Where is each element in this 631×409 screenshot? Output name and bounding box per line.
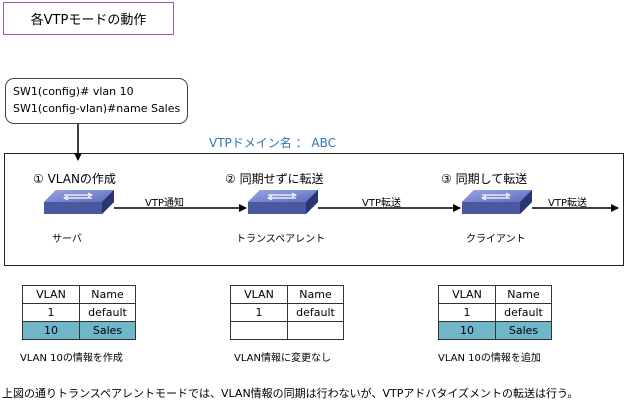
switch-icon-transparent bbox=[248, 190, 318, 214]
table-row: 1 default bbox=[22, 303, 136, 322]
vtp-domain-frame bbox=[4, 153, 624, 266]
role-label-server: サーバ bbox=[52, 234, 82, 245]
table-row-highlighted: 10 Sales bbox=[22, 321, 136, 340]
table-cell-vlan: 10 bbox=[22, 321, 80, 340]
table-cell-name: Sales bbox=[495, 321, 552, 340]
arrow-label-forward-1: VTP転送 bbox=[362, 198, 401, 209]
vtp-domain-label: VTPドメイン名 ： ABC bbox=[209, 136, 337, 150]
page-title: 各VTPモードの動作 bbox=[30, 13, 147, 28]
table-cell-vlan: 1 bbox=[438, 303, 496, 322]
table-row: 1 default bbox=[230, 303, 344, 322]
table-header-name: Name bbox=[79, 285, 136, 304]
table-caption-transparent: VLAN情報に変更なし bbox=[234, 353, 331, 364]
table-row: 1 default bbox=[438, 303, 552, 322]
table-header-name: Name bbox=[495, 285, 552, 304]
table-header-name: Name bbox=[287, 285, 344, 304]
table-cell-vlan: 1 bbox=[22, 303, 80, 322]
table-caption-client: VLAN 10の情報を追加 bbox=[438, 353, 541, 364]
vlan-table-transparent: VLAN Name 1 default bbox=[230, 285, 344, 340]
table-cell-vlan: 10 bbox=[438, 321, 496, 340]
table-header-row: VLAN Name bbox=[22, 285, 136, 304]
table-header-row: VLAN Name bbox=[438, 285, 552, 304]
switch-icon-client bbox=[462, 190, 532, 214]
role-label-transparent: トランスペアレント bbox=[236, 234, 326, 245]
table-caption-server: VLAN 10の情報を作成 bbox=[20, 353, 123, 364]
role-label-client: クライアント bbox=[466, 234, 526, 245]
mode-label-transparent: ② 同期せずに転送 bbox=[225, 172, 324, 186]
table-cell-name: default bbox=[287, 303, 344, 322]
title-box: 各VTPモードの動作 bbox=[3, 2, 174, 35]
table-header-vlan: VLAN bbox=[230, 285, 288, 304]
cli-line-1: SW1(config)# vlan 10 bbox=[13, 85, 134, 98]
vlan-table-server: VLAN Name 1 default 10 Sales bbox=[22, 285, 136, 340]
table-cell-vlan bbox=[230, 321, 288, 340]
footer-note: 上図の通りトランスペアレントモードでは、VLAN情報の同期は行わないが、VTPア… bbox=[2, 387, 579, 400]
vlan-table-client: VLAN Name 1 default 10 Sales bbox=[438, 285, 552, 340]
table-header-row: VLAN Name bbox=[230, 285, 344, 304]
cli-command-box: SW1(config)# vlan 10 SW1(config-vlan)#na… bbox=[5, 78, 188, 124]
table-cell-name: default bbox=[79, 303, 136, 322]
table-row-empty bbox=[230, 321, 344, 340]
table-row-highlighted: 10 Sales bbox=[438, 321, 552, 340]
table-cell-vlan: 1 bbox=[230, 303, 288, 322]
mode-label-client: ③ 同期して転送 bbox=[441, 172, 528, 186]
table-header-vlan: VLAN bbox=[438, 285, 496, 304]
arrow-label-notify: VTP通知 bbox=[145, 198, 184, 209]
table-header-vlan: VLAN bbox=[22, 285, 80, 304]
table-cell-name: Sales bbox=[79, 321, 136, 340]
table-cell-name bbox=[287, 321, 344, 340]
mode-label-server: ① VLANの作成 bbox=[33, 172, 116, 186]
switch-icon-server bbox=[44, 190, 114, 214]
table-cell-name: default bbox=[495, 303, 552, 322]
cli-line-2: SW1(config-vlan)#name Sales bbox=[13, 102, 181, 115]
arrow-label-forward-2: VTP転送 bbox=[548, 198, 587, 209]
